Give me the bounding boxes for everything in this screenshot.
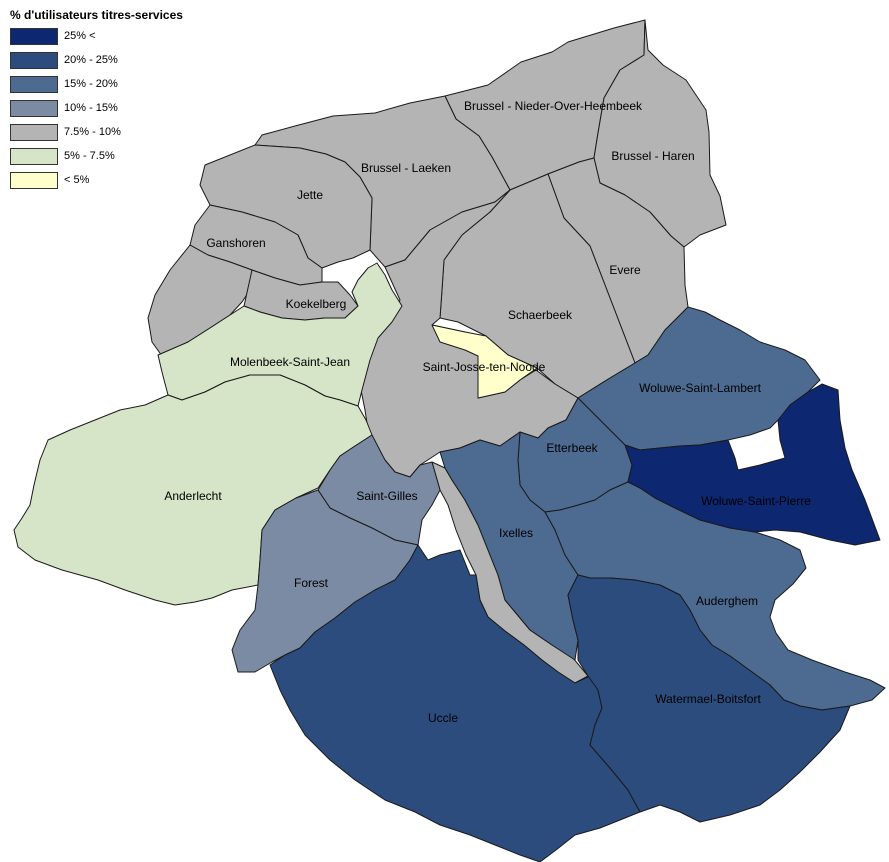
legend-label: 5% - 7.5%	[64, 150, 115, 162]
legend-label: < 5%	[64, 174, 90, 186]
label-evere: Evere	[609, 263, 641, 277]
legend-swatch	[10, 75, 58, 93]
label-laeken: Brussel - Laeken	[361, 161, 451, 175]
legend-item: 10% - 15%	[10, 98, 183, 118]
label-ixelles: Ixelles	[499, 526, 533, 540]
label-forest: Forest	[294, 576, 329, 590]
legend-swatch	[10, 51, 58, 69]
legend-item: 25% <	[10, 26, 183, 46]
commune-wsp[interactable]	[624, 383, 881, 546]
label-ganshoren: Ganshoren	[206, 236, 265, 250]
commune-uccle[interactable]	[269, 544, 641, 862]
legend-swatch	[10, 27, 58, 45]
legend-swatch	[10, 99, 58, 117]
label-auderghem: Auderghem	[696, 594, 758, 608]
legend-item: < 5%	[10, 170, 183, 190]
legend-label: 10% - 15%	[64, 102, 118, 114]
map-legend: % d'utilisateurs titres-services 25% < 2…	[10, 8, 183, 194]
legend-label: 25% <	[64, 30, 96, 42]
label-stjosse: Saint-Josse-ten-Noode	[423, 360, 546, 374]
legend-label: 15% - 20%	[64, 78, 118, 90]
legend-title: % d'utilisateurs titres-services	[10, 8, 183, 22]
label-koekelberg: Koekelberg	[286, 297, 347, 311]
label-schaerbeek: Schaerbeek	[508, 308, 573, 322]
commune-anderlecht[interactable]	[13, 374, 373, 606]
commune-watermael[interactable]	[567, 574, 851, 823]
legend-item: 5% - 7.5%	[10, 146, 183, 166]
label-anderlecht: Anderlecht	[164, 489, 222, 503]
label-molenbeek: Molenbeek-Saint-Jean	[230, 355, 350, 369]
commune-stjosse[interactable]	[431, 324, 538, 399]
legend-label: 7.5% - 10%	[64, 126, 121, 138]
legend-swatch	[10, 171, 58, 189]
legend-swatch	[10, 147, 58, 165]
label-wsl: Woluwe-Saint-Lambert	[639, 381, 761, 395]
legend-label: 20% - 25%	[64, 54, 118, 66]
legend-item: 20% - 25%	[10, 50, 183, 70]
label-jette: Jette	[297, 188, 323, 202]
label-wsp: Woluwe-Saint-Pierre	[701, 494, 811, 508]
legend-item: 7.5% - 10%	[10, 122, 183, 142]
label-uccle: Uccle	[428, 711, 458, 725]
label-haren: Brussel - Haren	[611, 149, 694, 163]
legend-item: 15% - 20%	[10, 74, 183, 94]
label-stgilles: Saint-Gilles	[356, 489, 417, 503]
label-watermael: Watermael-Boitsfort	[655, 692, 761, 706]
label-nieder: Brussel - Nieder-Over-Heembeek	[464, 99, 643, 113]
legend-swatch	[10, 123, 58, 141]
label-etterbeek: Etterbeek	[546, 441, 598, 455]
